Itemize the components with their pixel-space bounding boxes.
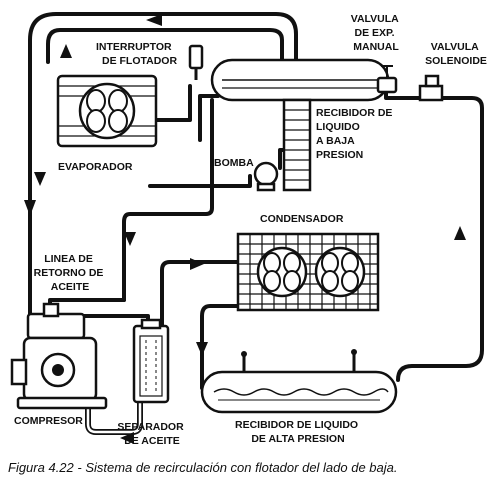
label-recibidor-baja: RECIBIDOR DE LIQUIDO A BAJA PRESION	[316, 107, 395, 161]
label-valvula-exp: VALVULA DE EXP. MANUAL	[351, 13, 402, 53]
arrow-down-suction	[124, 232, 136, 246]
label-compresor: COMPRESOR	[14, 415, 83, 427]
arrow-down-condenser	[196, 342, 208, 356]
label-condensador: CONDENSADOR	[260, 213, 344, 225]
pump-suction-pipe	[148, 174, 252, 188]
condenser	[236, 232, 380, 312]
arrow-down-evap	[34, 172, 46, 186]
arrow-left-top	[146, 14, 162, 26]
label-valvula-sol: VALVULA SOLENOIDE	[425, 41, 487, 67]
label-interruptor: INTERRUPTOR DE FLOTADOR	[96, 41, 177, 67]
high-pressure-receiver	[200, 349, 398, 414]
solenoid-valve	[418, 74, 444, 102]
evaporator	[56, 74, 158, 148]
compressor-inlet	[48, 288, 126, 312]
arrow-right-hotgas	[190, 258, 204, 270]
suction-to-compressor	[108, 98, 214, 302]
low-pressure-receiver	[210, 58, 390, 192]
evap-return-pipe	[148, 84, 192, 122]
liquid-line	[384, 82, 484, 382]
label-separador: SEPARADOR DE ACEITE	[117, 421, 186, 447]
outer-top-pipe	[28, 12, 298, 382]
label-linea-retorno: LINEA DE RETORNO DE ACEITE	[34, 253, 107, 293]
arrow-up-inner	[60, 44, 72, 58]
arrow-left-bottom	[120, 432, 134, 444]
pump	[253, 161, 279, 192]
float-switch	[188, 44, 204, 80]
evap-supply-pipe	[198, 94, 220, 142]
arrow-up-right	[454, 226, 466, 240]
arrow-down-left	[24, 200, 36, 216]
hot-gas-line	[160, 260, 240, 330]
label-evaporador: EVAPORADOR	[58, 161, 133, 173]
compressor	[10, 302, 108, 410]
label-recibidor-alta: RECIBIDOR DE LIQUIDO DE ALTA PRESION	[235, 419, 361, 445]
condenser-drain	[200, 304, 240, 390]
manual-expansion-valve	[376, 65, 398, 94]
figure-caption: Figura 4.22 - Sistema de recirculación c…	[8, 460, 398, 475]
oil-separator	[132, 318, 170, 404]
label-bomba: BOMBA	[214, 157, 254, 169]
inner-top-pipe	[46, 28, 284, 64]
